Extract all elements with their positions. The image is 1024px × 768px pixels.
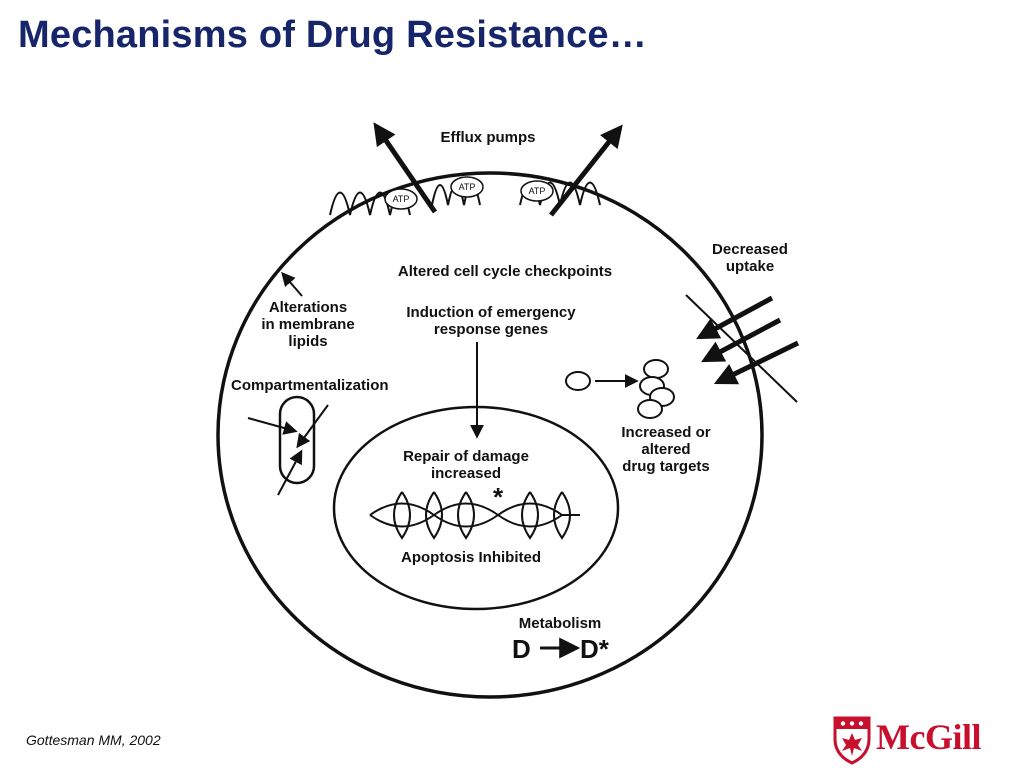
efflux-arrow-left bbox=[373, 122, 438, 214]
efflux-arrow-right bbox=[549, 124, 623, 217]
lipid-arrow bbox=[281, 271, 303, 297]
atp-label-1: ATP bbox=[393, 194, 410, 204]
label-drug-metabolite: D* bbox=[580, 634, 610, 664]
slide-title: Mechanisms of Drug Resistance… bbox=[18, 14, 647, 56]
label-compartmentalization: Compartmentalization bbox=[231, 377, 389, 394]
label-efflux-pumps: Efflux pumps bbox=[440, 129, 535, 146]
label-metabolism: Metabolism bbox=[519, 615, 602, 632]
mcgill-logo: McGill bbox=[832, 714, 1010, 766]
atp-label-3: ATP bbox=[529, 186, 546, 196]
atp-bubbles bbox=[384, 176, 554, 210]
label-induction-line1: Induction of emergency bbox=[406, 304, 576, 321]
label-targets-line3: drug targets bbox=[622, 458, 710, 475]
drug-target-blobs bbox=[565, 359, 675, 419]
nucleus bbox=[332, 405, 620, 611]
atp-label-2: ATP bbox=[459, 182, 476, 192]
citation: Gottesman MM, 2002 bbox=[26, 732, 161, 748]
label-drug: D bbox=[512, 634, 531, 664]
label-alterations-line2: in membrane bbox=[261, 316, 354, 333]
label-altered-checkpoints: Altered cell cycle checkpoints bbox=[398, 263, 612, 280]
label-repair-line2: increased bbox=[431, 465, 501, 482]
dna-helix bbox=[369, 491, 580, 540]
cell-membrane bbox=[216, 171, 764, 699]
label-induction-line2: response genes bbox=[434, 321, 548, 338]
decreased-uptake-arrows bbox=[685, 294, 800, 403]
label-targets-line1: Increased or bbox=[621, 424, 710, 441]
label-targets-line2: altered bbox=[641, 441, 690, 458]
label-decreased-uptake-line2: uptake bbox=[726, 258, 774, 275]
label-alterations-line1: Alterations bbox=[269, 299, 347, 316]
logo-wordmark: McGill bbox=[876, 717, 981, 757]
label-repair-line1: Repair of damage bbox=[403, 448, 529, 465]
label-decreased-uptake-line1: Decreased bbox=[712, 241, 788, 258]
mcgill-shield-icon bbox=[833, 716, 871, 765]
vesicle-arrows bbox=[247, 404, 329, 496]
label-alterations-line3: lipids bbox=[288, 333, 327, 350]
damage-asterisk: * bbox=[493, 482, 504, 512]
label-apoptosis: Apoptosis Inhibited bbox=[401, 549, 541, 566]
vesicle bbox=[278, 395, 316, 485]
